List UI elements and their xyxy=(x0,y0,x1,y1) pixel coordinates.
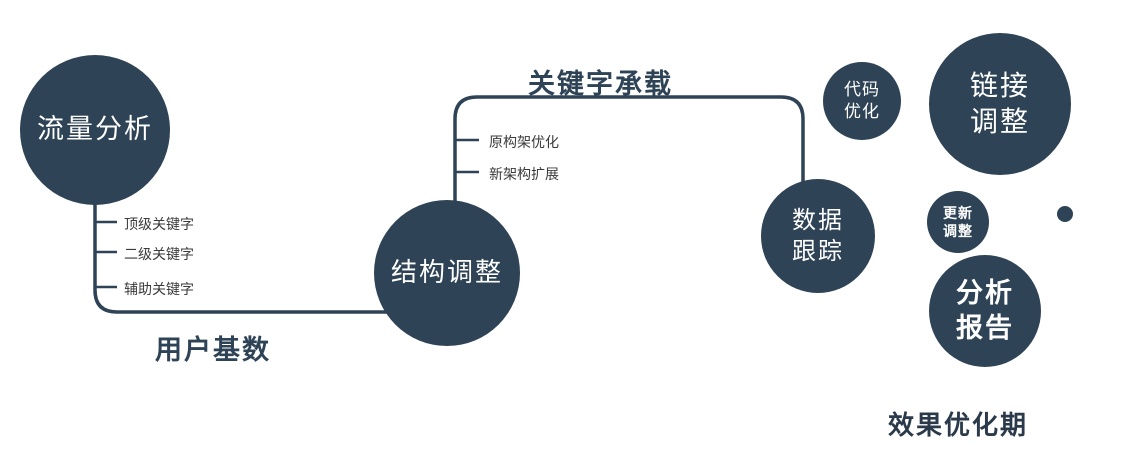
analysis-report-node: 分析 报告 xyxy=(929,255,1041,367)
edge-label-user-base: 用户基数 xyxy=(155,335,271,365)
code-optimization-label-line1: 代码 xyxy=(844,79,880,99)
code-optimization-node: 代码 优化 xyxy=(823,62,901,140)
update-adjust-label-line2: 调整 xyxy=(943,223,973,239)
link-adjust-label-line2: 调整 xyxy=(969,106,1030,137)
analysis-report-label-line2: 报告 xyxy=(956,313,1014,343)
analysis-report-label-line1: 分析 xyxy=(956,277,1014,308)
edge-label-keyword-carry: 关键字承载 xyxy=(528,69,673,99)
branch-label-new-architecture: 新架构扩展 xyxy=(489,166,559,182)
data-tracking-node: 数据 跟踪 xyxy=(761,179,875,293)
update-adjust-node: 更新 调整 xyxy=(927,191,989,253)
branch-label-secondary-keywords: 二级关键字 xyxy=(124,246,194,262)
footer-label-effect-optimization: 效果优化期 xyxy=(888,410,1029,440)
code-optimization-label-line2: 优化 xyxy=(844,102,880,121)
link-adjust-label-line1: 链接 xyxy=(969,69,1030,101)
branch-label-original-architecture: 原构架优化 xyxy=(489,134,559,150)
data-tracking-label-line1: 数据 xyxy=(792,206,844,234)
structure-adjust-label: 结构调整 xyxy=(390,257,503,288)
small-dot-marker xyxy=(1057,206,1073,222)
traffic-analysis-node: 流量分析 xyxy=(20,55,170,205)
data-tracking-label-line2: 跟踪 xyxy=(792,238,844,265)
branch-label-auxiliary-keywords: 辅助关键字 xyxy=(124,281,194,297)
branch-label-top-keywords: 顶级关键字 xyxy=(124,216,194,232)
link-adjust-node: 链接 调整 xyxy=(929,33,1071,175)
edge-user-base-path xyxy=(93,200,400,314)
structure-adjust-node: 结构调整 xyxy=(374,200,520,346)
edge-keyword-carry-path xyxy=(453,95,805,205)
traffic-analysis-label: 流量分析 xyxy=(37,114,153,145)
update-adjust-label-line1: 更新 xyxy=(943,204,973,221)
